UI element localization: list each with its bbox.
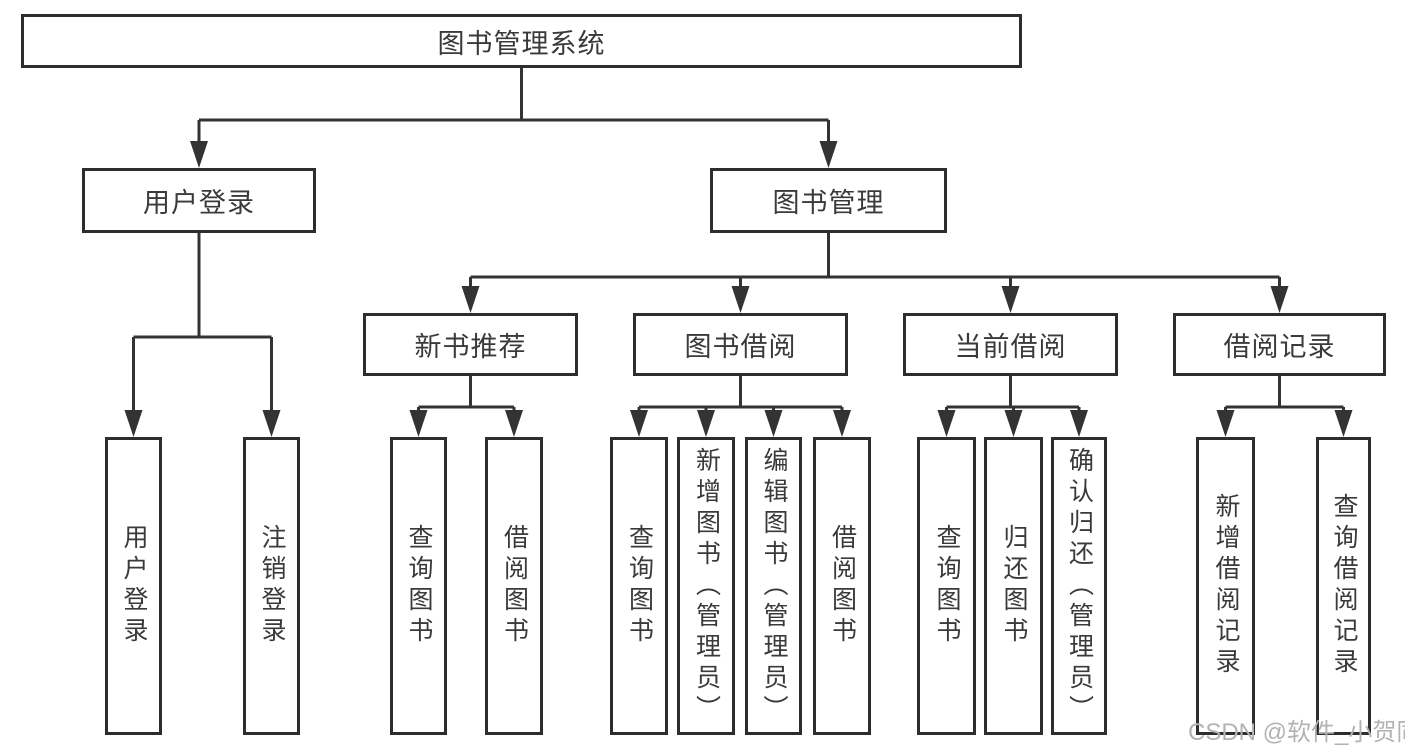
node-label: 借阅图书: [828, 524, 857, 648]
leaf-current-query-books: 查询图书: [917, 437, 976, 735]
node-label: 图书借阅: [684, 332, 797, 362]
node-label: 新书推荐: [414, 332, 527, 362]
leaf-borrowing-borrow-books: 借阅图书: [813, 437, 871, 735]
leaf-user-login: 用户登录: [105, 437, 162, 735]
node-borrowing-records: 借阅记录: [1173, 313, 1386, 376]
tree-branch-lines: [132, 68, 1345, 433]
node-book-borrowing: 图书借阅: [633, 313, 848, 376]
node-label: 查询图书: [933, 524, 961, 648]
leaf-logout: 注销登录: [243, 437, 300, 735]
node-label: 当前借阅: [954, 332, 1067, 362]
node-label: 借阅图书: [500, 524, 529, 648]
leaf-add-books-admin: 新增图书（管理员）: [677, 437, 735, 735]
leaf-return-books: 归还图书: [984, 437, 1043, 735]
leaf-add-borrow-record: 新增借阅记录: [1196, 437, 1255, 735]
leaf-newbook-query-books: 查询图书: [390, 437, 447, 735]
node-label: 图书管理: [772, 188, 885, 218]
leaf-confirm-return-admin: 确认归还（管理员）: [1051, 437, 1107, 735]
node-label: 注销登录: [258, 524, 286, 648]
node-root-system: 图书管理系统: [21, 14, 1022, 68]
node-label: 图书管理系统: [437, 28, 606, 59]
node-label: 编辑图书（管理员）: [760, 446, 788, 726]
csdn-watermark: CSDN @软件_小贺同学: [1188, 719, 1405, 746]
node-label: 查询图书: [405, 524, 433, 648]
node-label: 查询借阅记录: [1330, 493, 1358, 679]
leaf-query-borrow-record: 查询借阅记录: [1316, 437, 1371, 735]
leaf-edit-books-admin: 编辑图书（管理员）: [745, 437, 802, 735]
node-book-management-module: 图书管理: [710, 168, 947, 233]
node-label: 用户登录: [143, 188, 255, 218]
node-user-login-module: 用户登录: [82, 168, 316, 233]
node-new-book-recommend: 新书推荐: [363, 313, 578, 376]
node-label: 借阅记录: [1223, 332, 1336, 362]
node-label: 查询图书: [625, 524, 654, 648]
node-label: 归还图书: [1000, 524, 1028, 648]
node-label: 新增借阅记录: [1212, 493, 1240, 679]
node-label: 用户登录: [120, 524, 148, 648]
node-label: 新增图书（管理员）: [692, 446, 721, 726]
node-current-borrowing: 当前借阅: [903, 313, 1118, 376]
arrowhead-icons: [124, 141, 1353, 437]
leaf-borrowing-query-books: 查询图书: [610, 437, 668, 735]
node-label: 确认归还（管理员）: [1065, 446, 1094, 726]
leaf-newbook-borrow-books: 借阅图书: [485, 437, 543, 735]
